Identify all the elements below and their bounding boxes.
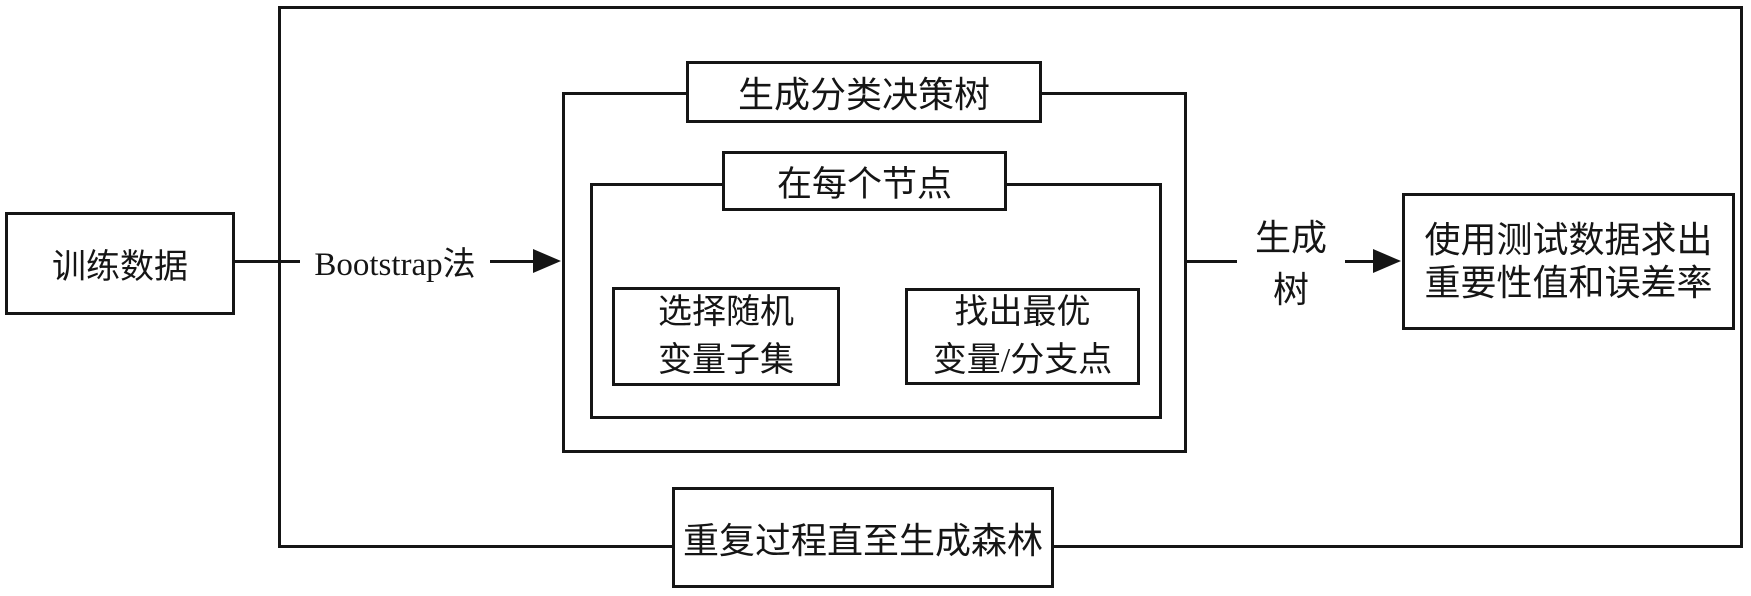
flow-line-training-to-bootstrap bbox=[235, 260, 311, 263]
select-random-subset-node: 选择随机 变量子集 bbox=[612, 287, 840, 386]
generate-classification-tree-node: 生成分类决策树 bbox=[686, 61, 1042, 123]
find-best-split-node: 找出最优 变量/分支点 bbox=[905, 288, 1140, 385]
evaluate-with-test-data-node: 使用测试数据求出 重要性值和误差率 bbox=[1402, 193, 1735, 330]
flow-line-bootstrap-to-frame bbox=[479, 260, 535, 263]
repeat-until-forest-node: 重复过程直至生成森林 bbox=[672, 487, 1054, 588]
flow-line-frame-to-gentree-label bbox=[1187, 260, 1237, 263]
generate-tree-edge-label: 生成树 bbox=[1239, 218, 1343, 310]
bootstrap-edge-label: Bootstrap法 bbox=[300, 238, 490, 284]
flow-line-gentree-to-evaluate bbox=[1345, 260, 1375, 263]
training-data-node: 训练数据 bbox=[5, 212, 235, 315]
arrowhead-icon bbox=[1373, 249, 1401, 273]
arrowhead-icon bbox=[533, 249, 561, 273]
at-each-node-node: 在每个节点 bbox=[722, 151, 1007, 211]
